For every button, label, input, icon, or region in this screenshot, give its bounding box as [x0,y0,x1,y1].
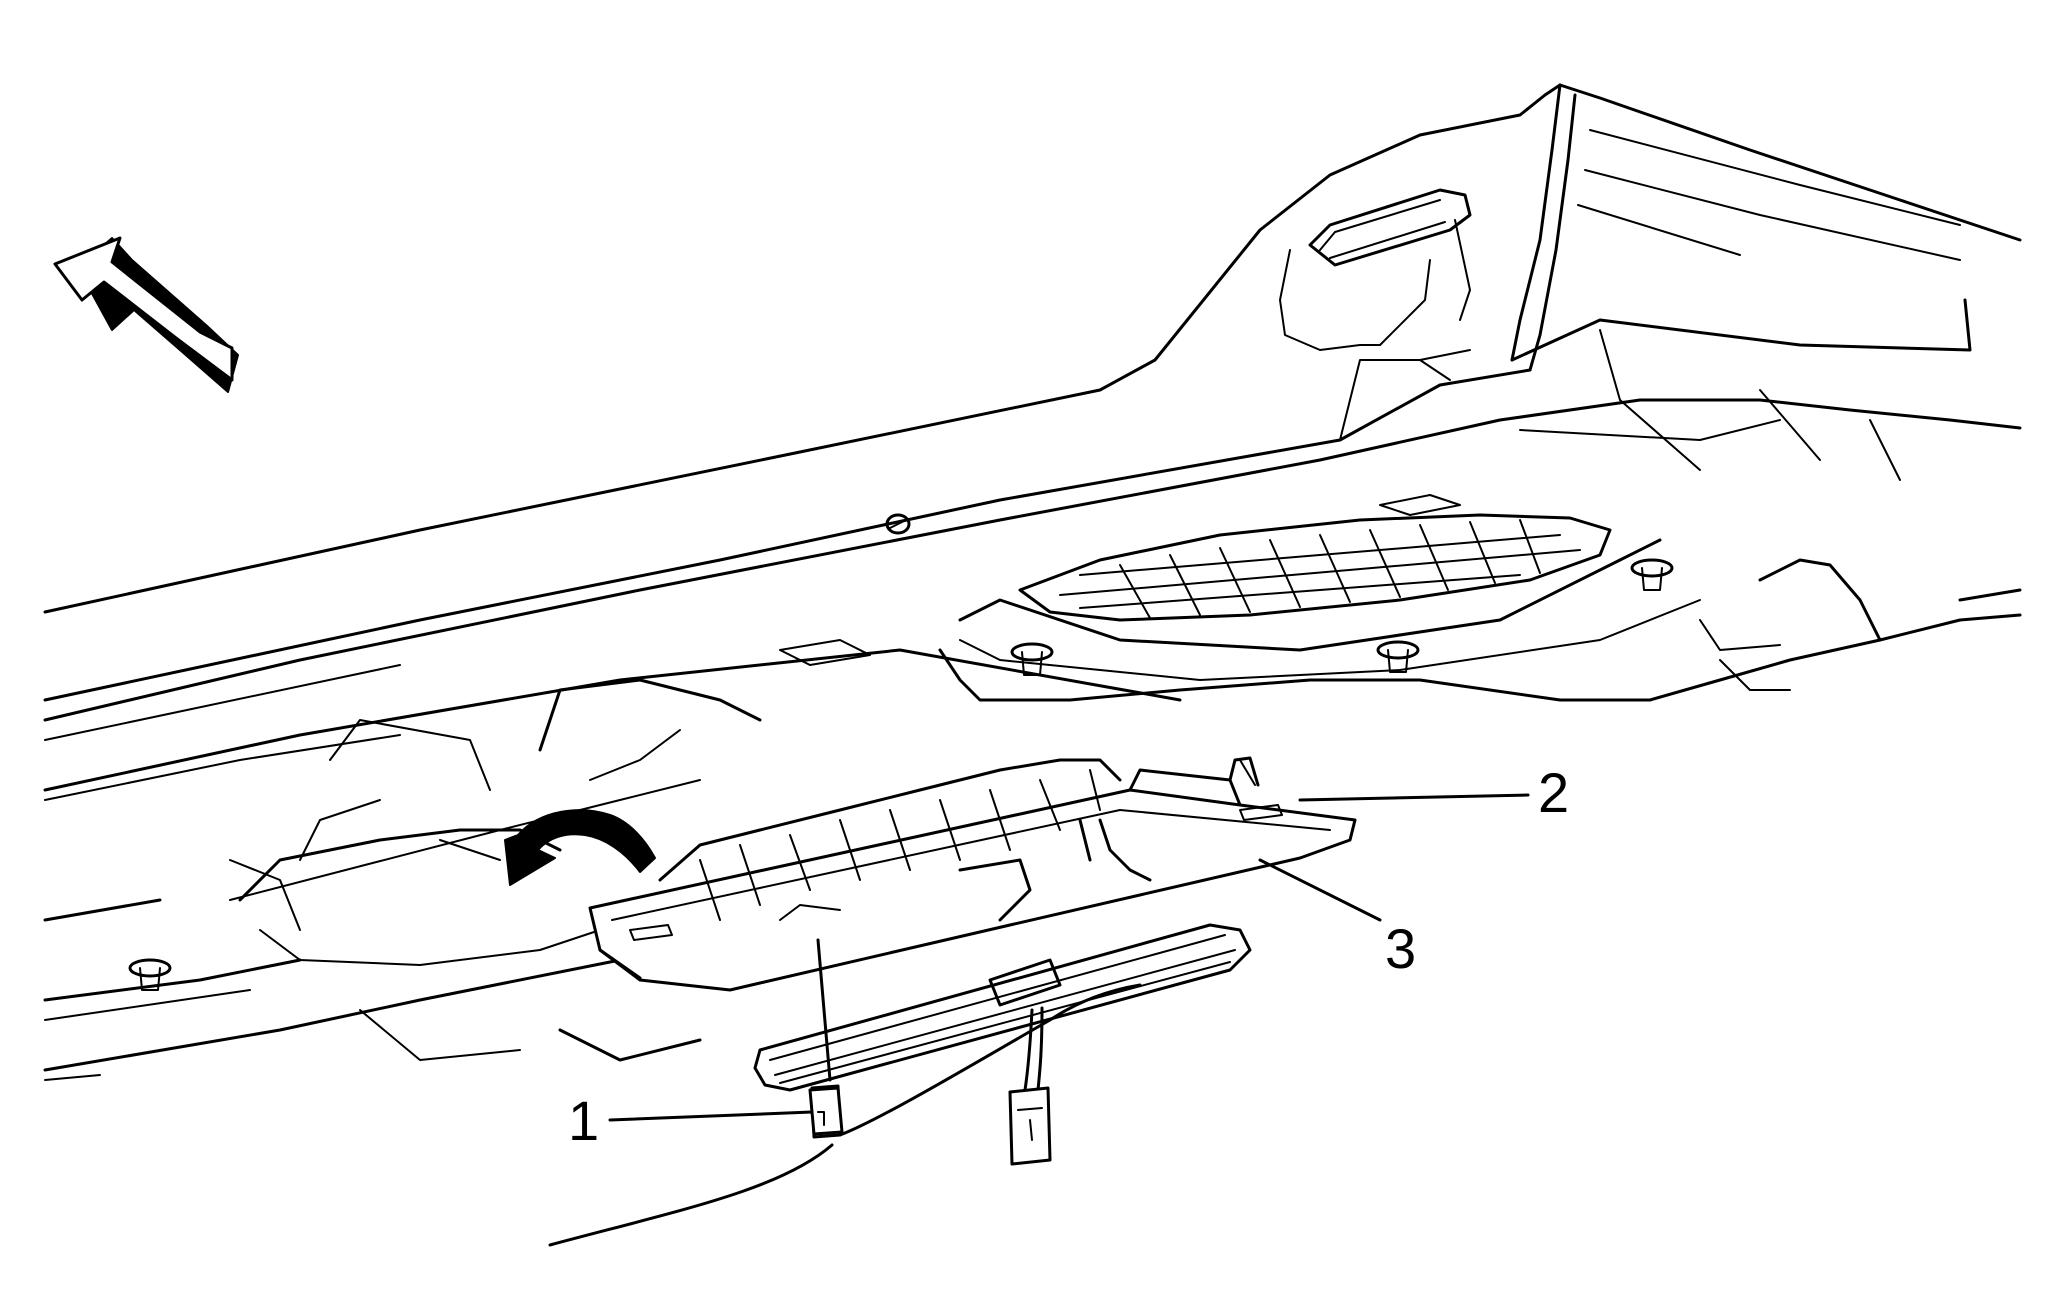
headliner-panel [43,83,2022,741]
callout-leader-lines [608,793,1530,1122]
electrical-connector [548,938,1142,1247]
forward-direction-arrow-icon [53,236,239,393]
push-clip [1630,558,1674,591]
push-clip [128,958,172,991]
callout-3: 3 [1385,917,1416,980]
harness-pigtail-connector [1008,1006,1052,1166]
high-mount-stop-lamp [753,923,1252,1092]
removal-direction-arrow-icon [504,809,656,886]
callout-1: 1 [568,1089,599,1152]
rear-vent-grille [958,513,1701,681]
lower-trim-edges [43,678,762,1081]
lamp-housing-bracket [588,756,1357,992]
push-clip [1010,642,1054,676]
callout-2: 2 [1538,761,1569,824]
roof-trim-panel [43,494,2022,991]
push-clip [1376,640,1420,673]
